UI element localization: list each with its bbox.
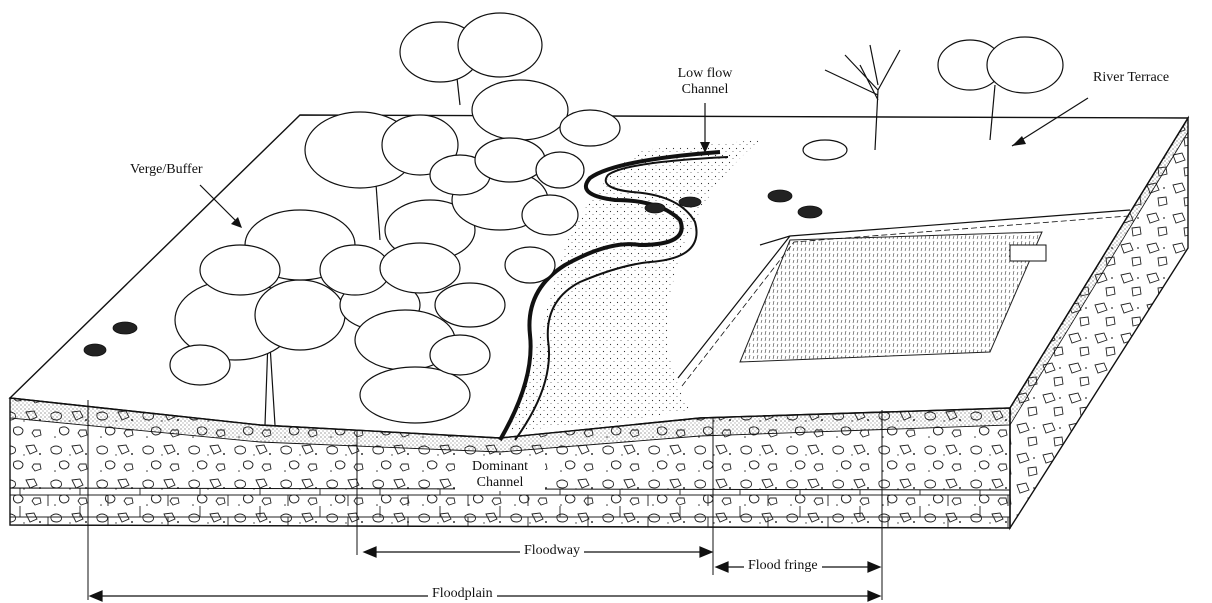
- cow: [645, 203, 665, 213]
- tree: [200, 245, 280, 295]
- cow: [679, 197, 701, 207]
- tree: [536, 152, 584, 188]
- label-flood-fringe: Flood fringe: [744, 558, 822, 574]
- label-floodway: Floodway: [520, 543, 584, 559]
- label-floodplain: Floodplain: [428, 586, 497, 602]
- cow: [768, 190, 792, 202]
- bedrock-band: [10, 488, 1010, 528]
- label-dominant-channel: Dominant Channel: [455, 459, 545, 491]
- tree: [505, 247, 555, 283]
- label-river-terrace: River Terrace: [1093, 70, 1203, 86]
- tree: [320, 245, 390, 295]
- tree: [170, 345, 230, 385]
- tree: [435, 283, 505, 327]
- tree: [380, 243, 460, 293]
- shrub: [803, 140, 847, 160]
- cow: [798, 206, 822, 218]
- label-low-flow-channel: Low flow Channel: [655, 66, 755, 98]
- cow: [84, 344, 106, 356]
- label-verge-buffer: Verge/Buffer: [130, 162, 240, 178]
- farm-shed: [1010, 245, 1046, 261]
- cow: [113, 322, 137, 334]
- tree: [522, 195, 578, 235]
- tree: [430, 335, 490, 375]
- tree: [360, 367, 470, 423]
- tree: [475, 138, 545, 182]
